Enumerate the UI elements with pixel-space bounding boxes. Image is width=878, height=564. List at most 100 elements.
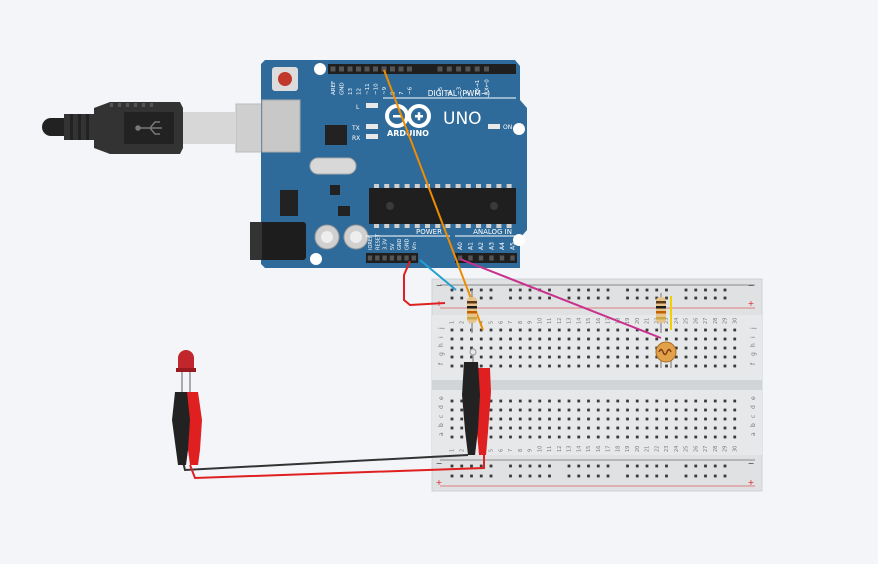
breadboard-hole (674, 364, 678, 368)
pin-label: IOREF (368, 235, 374, 250)
rail-hole (713, 464, 717, 468)
rail-hole (509, 474, 512, 478)
rail-hole (528, 474, 532, 478)
breadboard-hole (528, 426, 532, 430)
analog-header (455, 253, 517, 263)
wire-red-5v[interactable] (403, 260, 446, 307)
breadboard-hole (606, 337, 610, 341)
header-pin (347, 66, 353, 72)
breadboard-hole (616, 417, 620, 421)
breadboard-hole (450, 364, 454, 368)
breadboard-hole (645, 328, 649, 332)
photoresistor-icon[interactable] (655, 341, 677, 368)
clip-icon[interactable] (462, 348, 491, 455)
chip-pin (496, 224, 502, 228)
breadboard-hole (460, 399, 464, 403)
rail-hole (655, 288, 659, 292)
breadboard-hole (538, 417, 542, 421)
rail-hole (665, 288, 668, 292)
chip-pin (455, 224, 461, 228)
breadboard-hole (626, 426, 629, 430)
column-number: 15 (586, 318, 592, 324)
column-number: 28 (713, 446, 719, 452)
header-pin (382, 255, 387, 261)
column-number: 16 (596, 446, 602, 452)
breadboard-hole (557, 337, 561, 341)
wire-black[interactable] (181, 454, 469, 472)
column-number: 21 (645, 446, 651, 452)
clip-icon[interactable] (172, 392, 202, 465)
column-number: 25 (684, 318, 690, 324)
breadboard-hole (723, 364, 727, 368)
rail-hole (694, 464, 698, 468)
column-number: 15 (586, 446, 592, 452)
breadboard-hole (518, 399, 522, 403)
row-letter: g (438, 352, 445, 356)
reset-button[interactable] (272, 67, 298, 91)
breadboard-hole (470, 346, 473, 350)
rail-hole (645, 474, 649, 478)
breadboard-hole (733, 364, 737, 368)
breadboard-hole (489, 364, 493, 368)
rail-hole (665, 464, 668, 468)
row-letter: c (750, 415, 757, 418)
rail-hole (450, 464, 454, 468)
header-pin (474, 66, 480, 72)
wires[interactable] (181, 69, 662, 480)
wire-red[interactable] (189, 452, 485, 480)
breadboard-hole (460, 408, 464, 412)
breadboard-hole (645, 399, 649, 403)
chip-pin (465, 224, 471, 228)
breadboard-hole (450, 346, 454, 350)
row-letter: f (750, 362, 757, 365)
breadboard-hole (694, 355, 698, 359)
column-number: 21 (645, 318, 651, 324)
wire-magenta-a0[interactable] (459, 258, 662, 339)
breadboard-hole (489, 328, 493, 332)
column-number: 29 (723, 318, 729, 324)
breadboard-hole (713, 399, 717, 403)
breadboard-hole (665, 417, 668, 421)
breadboard-hole (518, 364, 522, 368)
rail-hole (479, 464, 483, 468)
header-pin (397, 255, 402, 261)
pin-label: A0 (457, 242, 464, 250)
chip-pin (486, 224, 492, 228)
rail-hole (538, 296, 542, 300)
rail-sign: − (748, 281, 755, 290)
column-number: 12 (557, 318, 563, 324)
pin-label: A5 (510, 242, 517, 250)
column-number: 27 (703, 446, 709, 452)
wire-blue-gnd[interactable] (419, 259, 457, 291)
breadboard-hole (499, 399, 503, 403)
led-icon[interactable] (176, 350, 196, 395)
breadboard-hole (596, 426, 600, 430)
breadboard-hole (733, 408, 737, 412)
column-number: 9 (528, 449, 534, 452)
rail-hole (684, 474, 688, 478)
breadboard-hole (596, 346, 600, 350)
analog-header-label: ANALOG IN (473, 228, 512, 236)
breadboard-hole (479, 346, 483, 350)
header-pin (375, 255, 380, 261)
column-number: 23 (664, 446, 670, 452)
breadboard-hole (626, 408, 629, 412)
breadboard-hole (723, 435, 727, 439)
header-pin (356, 66, 361, 72)
header-pin (456, 66, 462, 72)
column-number: 30 (732, 318, 738, 324)
breadboard-hole (450, 399, 454, 403)
power-jack (250, 222, 306, 260)
breadboard-hole (626, 337, 629, 341)
breadboard-hole (499, 328, 503, 332)
breadboard-hole (606, 408, 610, 412)
breadboard-hole (684, 364, 688, 368)
header-pin (510, 255, 515, 261)
resistor-icon[interactable] (656, 293, 672, 333)
wire-orange[interactable] (383, 69, 484, 331)
pin-label: 7 (399, 91, 405, 95)
breadboard-hole (499, 426, 503, 430)
resistor-icon[interactable] (467, 290, 477, 333)
